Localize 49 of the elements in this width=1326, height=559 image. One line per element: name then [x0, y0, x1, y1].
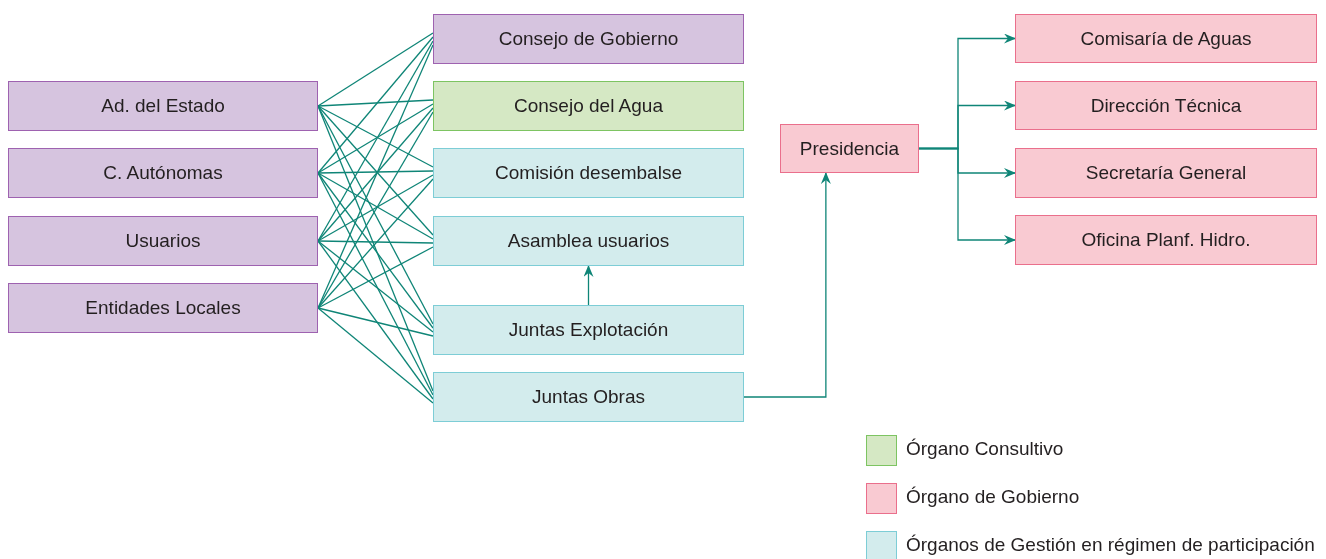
box-label: Juntas Obras	[532, 386, 645, 408]
org-box	[780, 124, 919, 173]
org-box	[1015, 81, 1317, 130]
org-box	[433, 305, 744, 355]
arrow	[918, 147, 1016, 245]
box-label: Ad. del Estado	[101, 95, 225, 117]
org-box	[8, 283, 318, 333]
box-label: Comisión desembalse	[495, 162, 682, 184]
box-label: Dirección Técnica	[1090, 94, 1242, 117]
org-box	[8, 148, 318, 198]
connector-line	[317, 246, 434, 309]
arrow	[743, 172, 831, 398]
box-label: Consejo del Agua	[514, 95, 663, 117]
legend-label: Órgano de Gobierno	[906, 486, 1080, 508]
connector-line	[317, 307, 434, 404]
org-box	[1015, 148, 1317, 198]
org-box	[8, 216, 318, 266]
box-label: Presidencia	[799, 137, 900, 160]
box-label: Juntas Explotación	[508, 319, 669, 341]
org-box	[433, 81, 744, 131]
legend-label: Órgano Consultivo	[906, 438, 1064, 460]
box-label: Consejo de Gobierno	[498, 28, 679, 50]
box-label: C. Autónomas	[103, 162, 223, 184]
org-box	[433, 372, 744, 422]
org-box	[433, 216, 744, 266]
org-box	[8, 81, 318, 131]
connector-line	[317, 32, 434, 107]
arrow	[583, 265, 594, 306]
connector-line	[317, 99, 434, 107]
org-box	[1015, 14, 1317, 63]
connector-line	[317, 178, 434, 309]
connector-line	[317, 240, 434, 244]
box-label: Entidades Locales	[85, 297, 241, 319]
connector-line	[317, 307, 434, 337]
org-box	[433, 14, 744, 64]
connector-line	[317, 240, 434, 333]
connector-line	[317, 36, 434, 174]
org-box	[433, 148, 744, 198]
box-label: Oficina Planf. Hidro.	[1081, 229, 1251, 251]
box-label: Comisaría de Aguas	[1080, 27, 1252, 50]
connector-line	[317, 172, 434, 396]
box-label: Usuarios	[125, 230, 201, 252]
connector-line	[317, 170, 434, 174]
legend-label: Órganos de Gestión en régimen de participación	[906, 534, 1315, 556]
connector-line	[317, 240, 434, 400]
connector-line	[317, 172, 434, 329]
box-label: Asamblea usuarios	[507, 230, 670, 252]
box-label: Secretaría General	[1085, 162, 1247, 184]
org-box	[1015, 215, 1317, 265]
